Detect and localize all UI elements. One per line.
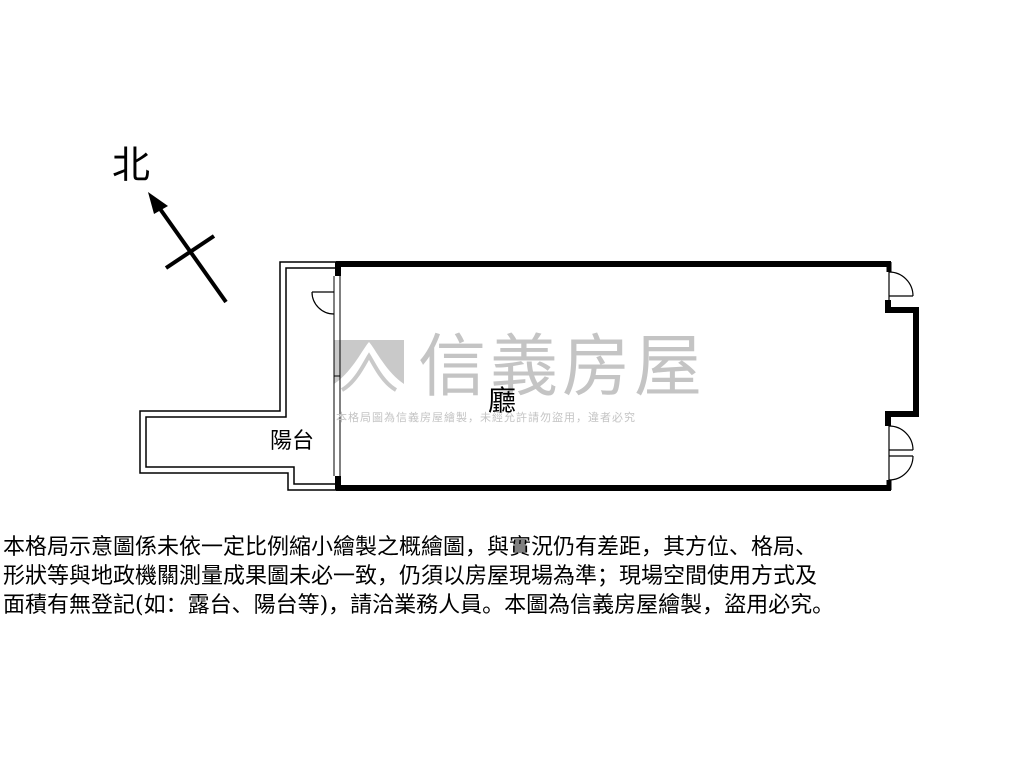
disclaimer-line: 面積有無登記(如：露台、陽台等)，請洽業務人員。本圖為信義房屋繪製，盜用必究。 — [3, 593, 835, 618]
disclaimer-line: 形狀等與地政機關測量成果圖未必一致，仍須以房屋現場為準；現場空間使用方式及 — [3, 564, 818, 589]
watermark-notice: 本格局圖為信義房屋繪製，未經允許請勿盜用，違者必究 — [336, 411, 636, 424]
east-door-bottom-upper — [888, 425, 914, 452]
hall-walls — [335, 261, 919, 491]
watermark-brand: 信義房屋 — [418, 328, 707, 407]
disclaimer: 本格局示意圖係未依一定比例縮小繪製之概繪圖，與實況仍有差距，其方位、格局、 形狀… — [3, 533, 1021, 620]
east-door-top — [888, 271, 914, 300]
balcony-door-swing — [311, 291, 335, 315]
balcony-sliding-door — [333, 276, 341, 476]
balcony-walls — [139, 261, 336, 491]
room-label-balcony: 陽台 — [270, 429, 315, 454]
north-label: 北 — [112, 143, 151, 187]
disclaimer-line: 本格局示意圖係未依一定比例縮小繪製之概繪圖，與實況仍有差距，其方位、格局、 — [3, 535, 818, 560]
north-arrow-icon — [148, 192, 228, 304]
sinyi-logo-icon — [334, 340, 404, 402]
room-label-hall: 廳 — [488, 384, 517, 417]
east-door-bottom-lower — [888, 452, 914, 481]
